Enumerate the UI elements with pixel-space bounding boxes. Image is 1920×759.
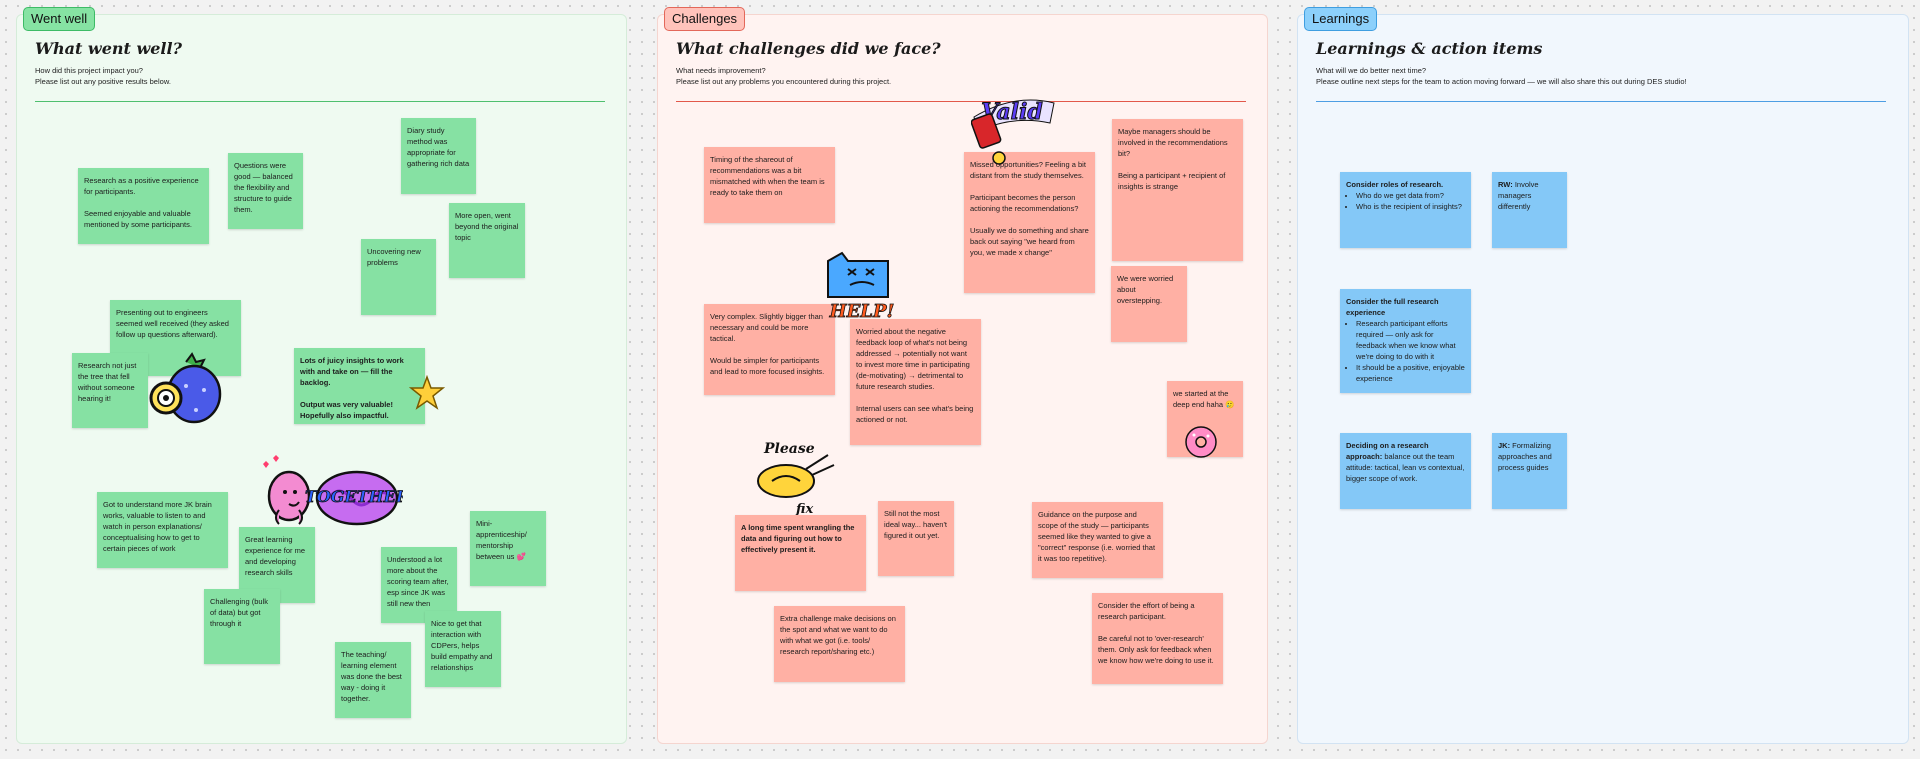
sticky-note[interactable]: Consider roles of research. Who do we ge… [1340, 172, 1471, 248]
sticky-note[interactable]: Challenging (bulk of data) but got throu… [204, 589, 280, 664]
sticky-note[interactable]: Understood a lot more about the scoring … [381, 547, 457, 623]
donut-sticker [1185, 426, 1217, 458]
sticky-note[interactable]: Uncovering new problems [361, 239, 436, 315]
challenges-section: Challenges What challenges did we face? … [657, 7, 1268, 744]
section-divider [1316, 101, 1886, 102]
bullet-list: Research participant efforts required — … [1346, 318, 1465, 384]
svg-text:Please: Please [763, 441, 815, 457]
sticky-note[interactable]: Deciding on a research approach: balance… [1340, 433, 1471, 509]
sticky-note[interactable]: Lots of juicy insights to work with and … [294, 348, 425, 424]
section-divider [676, 101, 1246, 102]
sticky-note[interactable]: More open, went beyond the original topi… [449, 203, 525, 278]
section-heading: What challenges did we face? [676, 39, 941, 58]
sticky-note[interactable]: The teaching/ learning element was done … [335, 642, 411, 718]
section-tag-learnings[interactable]: Learnings [1304, 7, 1378, 31]
tag-sticker [971, 113, 1006, 165]
sticky-note[interactable]: RW: Involve managers differently [1492, 172, 1567, 248]
sticky-note[interactable]: JK: Formalizing approaches and process g… [1492, 433, 1567, 509]
sticky-note[interactable]: Got to understand more JK brain works, v… [97, 492, 228, 568]
section-description: What will we do better next time? Please… [1316, 66, 1687, 86]
valid-sticker: Valid [973, 99, 1055, 132]
together-brain-sticker: TOGETHER [263, 455, 403, 526]
sticky-note[interactable]: Worried about the negative feedback loop… [850, 319, 981, 445]
section-tag-went-well[interactable]: Went well [23, 7, 96, 31]
sticky-note[interactable]: Extra challenge make decisions on the sp… [774, 606, 905, 682]
sticky-note[interactable]: Nice to get that interaction with CDPers… [425, 611, 501, 687]
sticky-note[interactable]: Research not just the tree that fell wit… [72, 353, 148, 428]
section-description: What needs improvement? Please list out … [676, 66, 892, 86]
svg-text:Valid: Valid [981, 99, 1042, 125]
section-divider [35, 101, 605, 102]
svg-text:HELP!: HELP! [829, 301, 895, 322]
section-heading: What went well? [35, 39, 182, 58]
please-fix-sticker: Please fix [757, 441, 835, 515]
sticky-note[interactable]: Still not the most ideal way... haven't … [878, 501, 954, 576]
bullet-list: Who do we get data from? Who is the reci… [1346, 190, 1465, 212]
svg-text:TOGETHER: TOGETHER [305, 487, 403, 506]
help-folder-sticker: HELP! [827, 251, 895, 322]
section-tag-challenges[interactable]: Challenges [664, 7, 746, 31]
svg-text:fix: fix [795, 502, 813, 515]
went-well-section: Went well What went well? How did this p… [16, 7, 627, 744]
sticky-note[interactable]: Research as a positive experience for pa… [78, 168, 209, 244]
sticky-note[interactable]: Maybe managers should be involved in the… [1112, 119, 1243, 261]
sticky-note[interactable]: A long time spent wrangling the data and… [735, 515, 866, 591]
sticky-note[interactable]: Questions were good — balanced the flexi… [228, 153, 303, 229]
section-description: How did this project impact you? Please … [35, 66, 171, 86]
sticky-note[interactable]: Missed opportunities? Feeling a bit dist… [964, 152, 1095, 293]
sticky-note[interactable]: We were worried about overstepping. [1111, 266, 1187, 342]
sticky-note[interactable]: Mini-apprenticeship/ mentorship between … [470, 511, 546, 586]
strawberry-magnifier-sticker [149, 352, 222, 424]
sticky-note[interactable]: Diary study method was appropriate for g… [401, 118, 476, 194]
sticky-note[interactable]: Consider the full research experience Re… [1340, 289, 1471, 393]
sticky-note[interactable]: Guidance on the purpose and scope of the… [1032, 502, 1163, 578]
section-heading: Learnings & action items [1316, 39, 1543, 58]
sticky-note[interactable]: Very complex. Slightly bigger than neces… [704, 304, 835, 395]
star-icon [409, 375, 445, 410]
sticky-note[interactable]: Timing of the shareout of recommendation… [704, 147, 835, 223]
sticky-note[interactable]: Consider the effort of being a research … [1092, 593, 1223, 684]
learnings-section: Learnings Learnings & action items What … [1297, 7, 1909, 744]
